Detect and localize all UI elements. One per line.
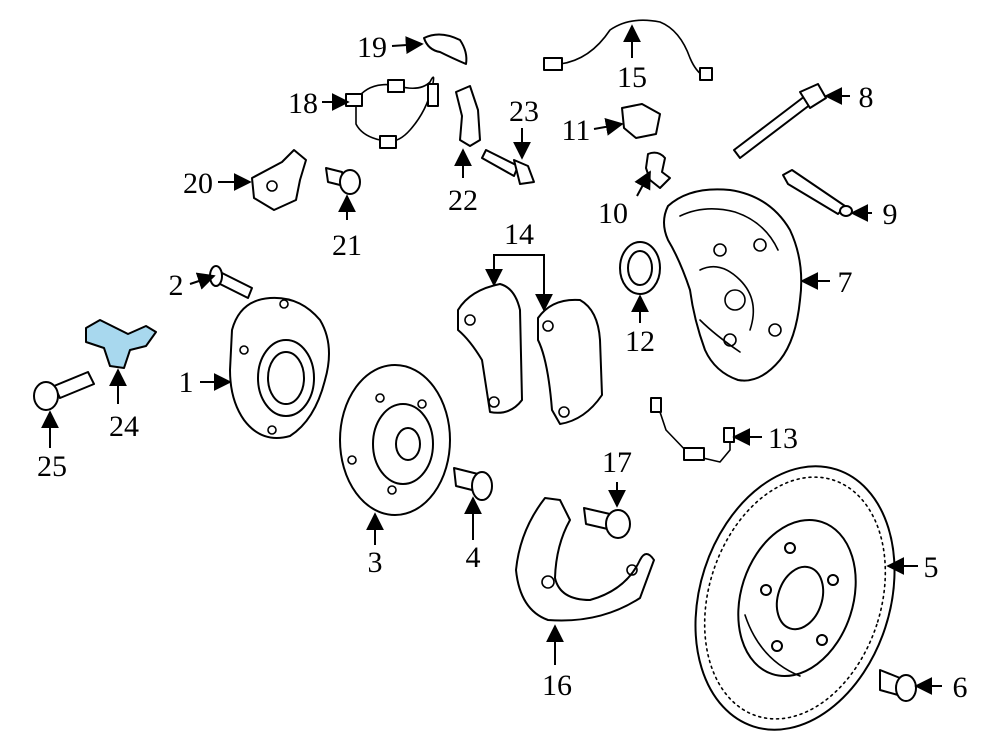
guide-pin[interactable] xyxy=(782,169,853,217)
brake-caliper[interactable] xyxy=(663,188,803,382)
callout-10: 10 xyxy=(598,197,628,230)
callout-8: 8 xyxy=(859,81,874,114)
callout-9: 9 xyxy=(883,198,898,231)
harness-bracket[interactable] xyxy=(251,149,307,211)
callout-24: 24 xyxy=(109,410,139,443)
callout-5: 5 xyxy=(924,551,939,584)
splash-shield[interactable] xyxy=(515,497,655,622)
callout-16: 16 xyxy=(542,669,572,702)
wheel-hub-bearing[interactable] xyxy=(229,296,330,439)
sensor-harness[interactable] xyxy=(345,76,439,149)
shield-bolt[interactable] xyxy=(583,507,631,539)
hub-bolt[interactable] xyxy=(209,265,253,299)
callout-labels: 1 2 3 4 5 6 7 8 9 10 11 12 13 14 15 16 1… xyxy=(37,31,968,704)
callout-12: 12 xyxy=(625,325,655,358)
callout-25: 25 xyxy=(37,450,67,483)
callout-21: 21 xyxy=(332,229,362,262)
callout-13: 13 xyxy=(768,422,798,455)
callout-6: 6 xyxy=(953,671,968,704)
brake-rotor[interactable] xyxy=(663,440,927,735)
callout-4: 4 xyxy=(466,541,481,574)
wheel-hub[interactable] xyxy=(339,364,451,516)
pad-wear-sensor[interactable] xyxy=(650,397,735,463)
piston-seal[interactable] xyxy=(619,241,661,295)
callout-2: 2 xyxy=(169,269,184,302)
callout-7: 7 xyxy=(838,266,853,299)
callout-15: 15 xyxy=(617,61,647,94)
callout-14: 14 xyxy=(504,218,534,251)
hose-bracket[interactable] xyxy=(455,85,481,147)
callout-20: 20 xyxy=(183,167,213,200)
caliper-bolt[interactable] xyxy=(733,83,827,159)
callout-11: 11 xyxy=(562,114,591,147)
hub-bolt-lower[interactable] xyxy=(453,467,493,501)
brake-pads[interactable] xyxy=(457,283,603,425)
bleeder-cap[interactable] xyxy=(645,151,671,189)
rotor-bolt[interactable] xyxy=(879,669,917,702)
harness-clip[interactable] xyxy=(423,33,468,65)
callout-17: 17 xyxy=(602,446,632,479)
callout-19: 19 xyxy=(357,31,387,64)
sensor-bracket[interactable] xyxy=(85,319,157,369)
callout-1: 1 xyxy=(179,366,194,399)
callout-23: 23 xyxy=(509,95,539,128)
sensor-bracket-bolt[interactable] xyxy=(33,371,95,411)
speed-sensor[interactable] xyxy=(543,19,713,81)
leader-lines xyxy=(41,24,942,695)
bracket-bolt[interactable] xyxy=(325,167,361,195)
bracket-stud[interactable] xyxy=(481,149,535,185)
callout-3: 3 xyxy=(368,546,383,579)
callout-22: 22 xyxy=(448,184,478,217)
bleeder-valve[interactable] xyxy=(621,103,661,139)
callout-18: 18 xyxy=(288,87,318,120)
